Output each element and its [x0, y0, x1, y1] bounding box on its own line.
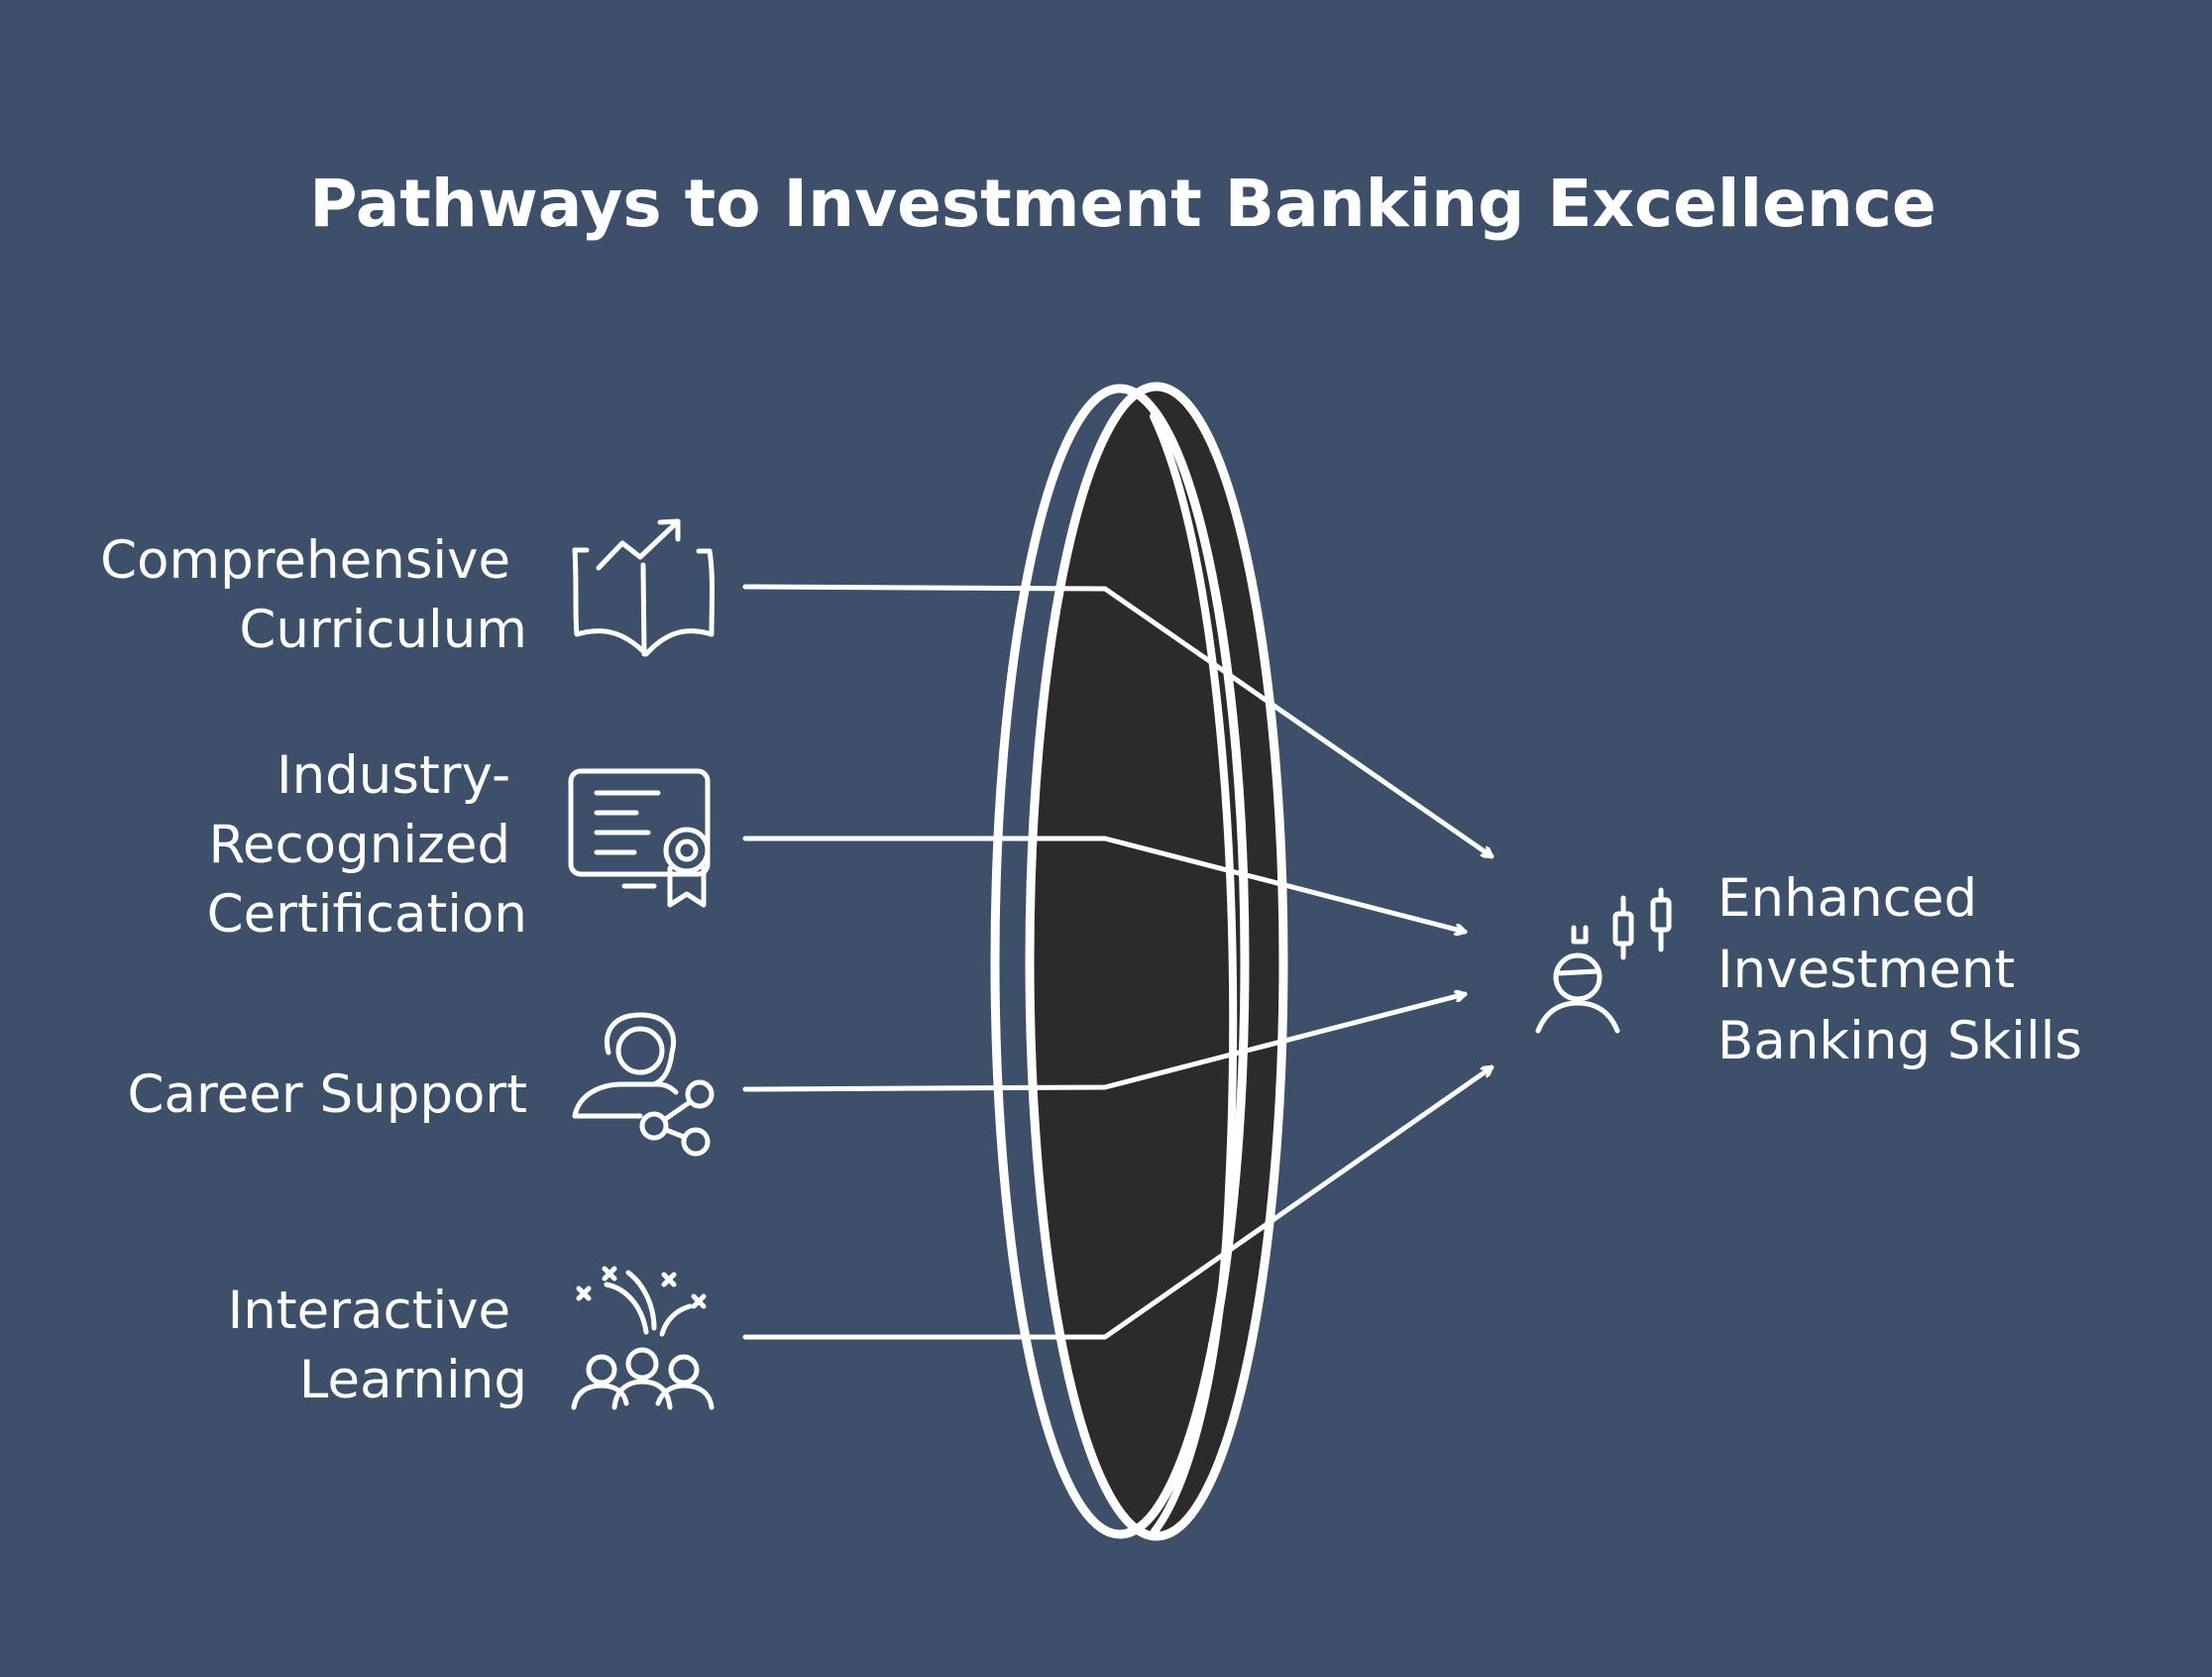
- connector-curriculum: [742, 584, 1492, 859]
- label-line: Investment: [1717, 940, 2015, 1000]
- label-line: Recognized: [208, 815, 510, 875]
- connectors: [742, 584, 1492, 1340]
- input-labels: Comprehensive Curriculum Industry- Recog…: [100, 530, 527, 1410]
- person-candlestick-icon: [1535, 887, 1672, 1034]
- diagram-title: Pathways to Investment Banking Excellenc…: [309, 166, 1936, 242]
- label-line: Curriculum: [239, 600, 527, 660]
- label-line: Certification: [207, 884, 527, 945]
- open-book-growth-icon: [572, 518, 715, 657]
- connector-career: [742, 994, 1465, 1092]
- lens-back-rim: [1025, 382, 1288, 1541]
- input-label-career: Career Support: [128, 1064, 527, 1125]
- lens-rim-inner-line: [1150, 412, 1238, 1535]
- label-line: Learning: [299, 1350, 527, 1410]
- certificate-icon: [568, 768, 711, 908]
- output-label: Enhanced Investment Banking Skills: [1717, 868, 2082, 1071]
- label-line: Industry-: [276, 745, 510, 806]
- group-celebration-icon: [571, 1266, 715, 1410]
- label-line: Enhanced: [1717, 868, 1977, 929]
- label-line: Career Support: [128, 1064, 527, 1125]
- person-network-icon: [572, 1012, 715, 1157]
- label-line: Comprehensive: [100, 530, 510, 591]
- label-line: Interactive: [228, 1281, 511, 1341]
- label-line: Banking Skills: [1717, 1011, 2082, 1071]
- input-label-certification: Industry- Recognized Certification: [207, 745, 527, 945]
- connector-interactive: [742, 1064, 1492, 1340]
- input-label-interactive: Interactive Learning: [228, 1281, 527, 1410]
- lens-front-face: [990, 384, 1250, 1539]
- lens: [1025, 382, 1288, 1541]
- input-label-curriculum: Comprehensive Curriculum: [100, 530, 527, 660]
- connector-certification: [742, 836, 1465, 932]
